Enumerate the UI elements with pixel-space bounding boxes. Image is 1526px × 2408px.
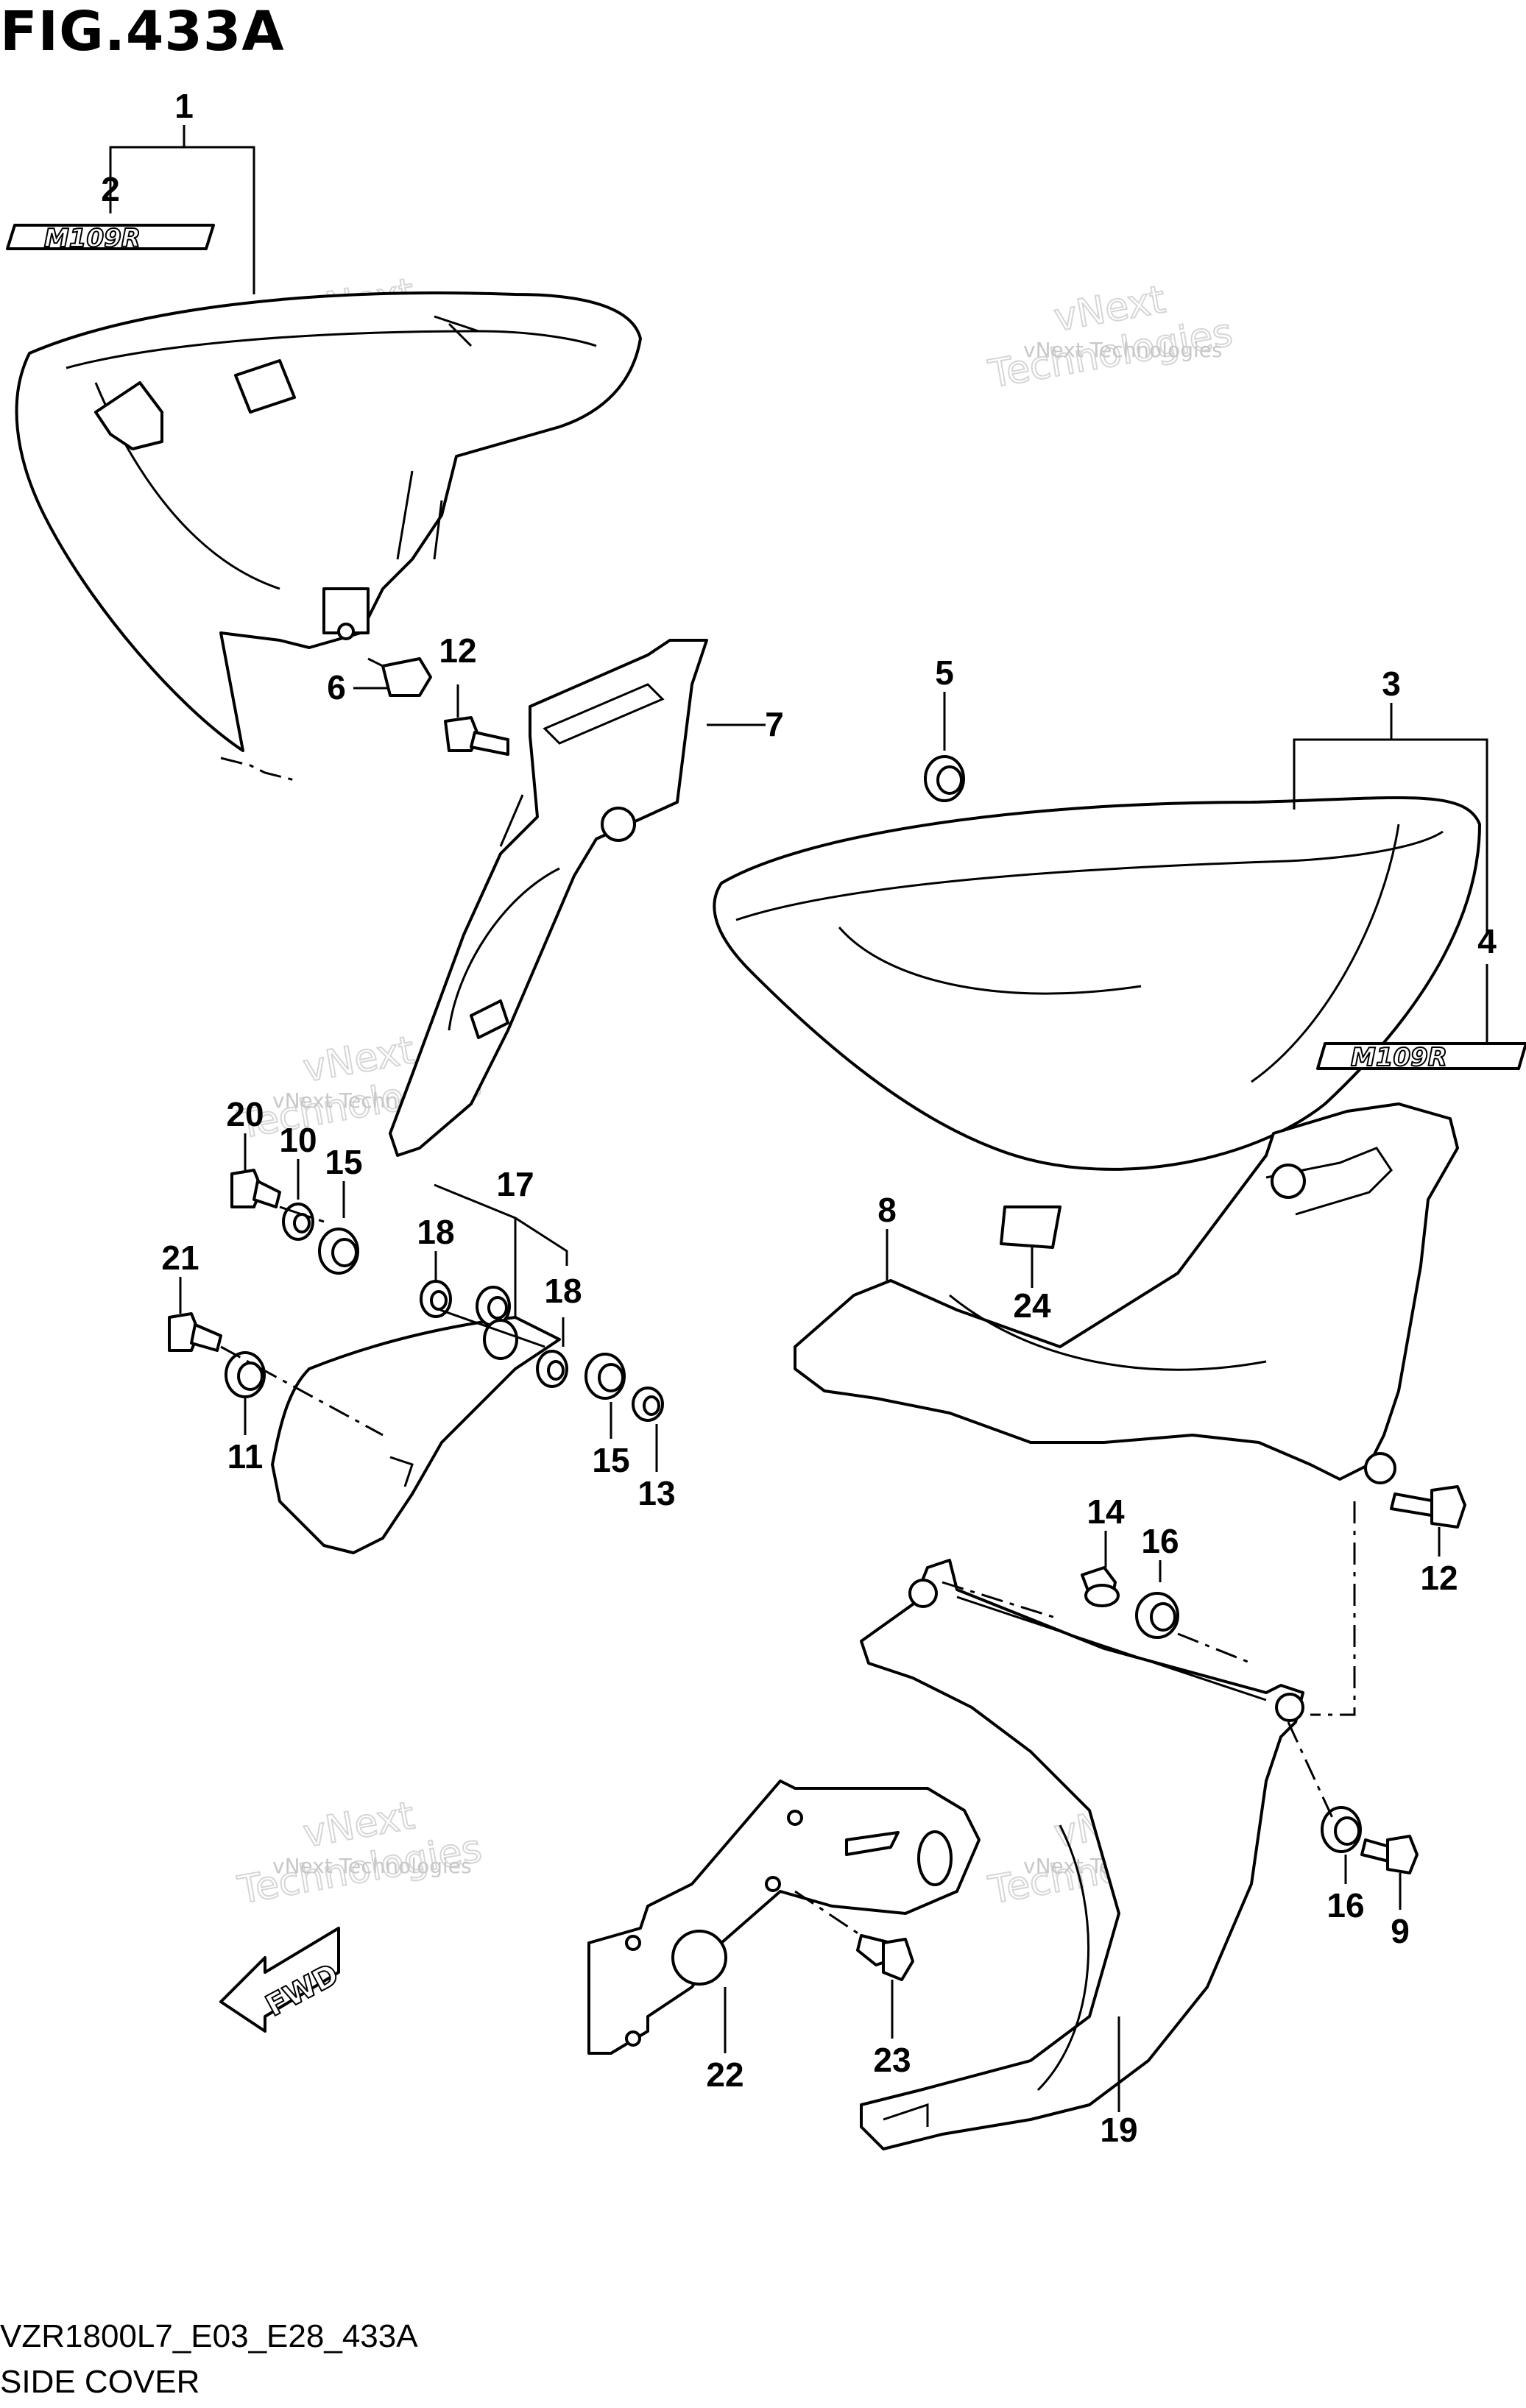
assembly-guide-lines [220, 757, 1356, 1937]
callout-19: 19 [1100, 2111, 1137, 2149]
part-17-fender-bracket [271, 1183, 568, 1554]
callout-9: 9 [1391, 1912, 1410, 1950]
callout-21: 21 [161, 1239, 199, 1277]
part-2-emblem-badge: M109R [6, 223, 215, 254]
part-22-mounting-plate [587, 1780, 981, 2055]
part-18-spacer-upper [420, 1251, 452, 1318]
part-4-emblem-badge: M109R [1316, 1042, 1526, 1073]
part-16-grommet-upper [1135, 1560, 1179, 1639]
part-16-grommet-lower [1321, 1806, 1362, 1884]
part-15-grommet-lower [584, 1353, 626, 1439]
part-7-bracket [389, 639, 766, 1157]
badge-text: M109R [44, 224, 141, 253]
callout-1: 1 [174, 87, 194, 125]
callout-14: 14 [1087, 1492, 1125, 1531]
callout-16-lower: 16 [1327, 1886, 1364, 1924]
watermark-bottom-left: vNext Technologies [233, 1793, 485, 1913]
part-18-spacer-lower [536, 1317, 568, 1388]
fwd-arrow: FWD [219, 1927, 345, 2033]
callout-18-upper: 18 [417, 1213, 454, 1251]
callout-22: 22 [706, 2055, 743, 2094]
callout-12-lower: 12 [1420, 1559, 1458, 1597]
callout-7: 7 [765, 705, 784, 743]
part-24-cushion [1000, 1205, 1062, 1288]
model-code: VZR1800L7_E03_E28_433A [0, 2318, 418, 2354]
callout-11: 11 [227, 1437, 264, 1476]
watermark-text: vNext Technologies [272, 1854, 472, 1878]
watermark-text: vNext Technologies [1023, 338, 1223, 362]
callout-numbers: 1 2 3 4 5 6 7 8 9 10 11 12 12 13 14 15 1… [101, 87, 1497, 2149]
part-20-bolt [230, 1133, 281, 1208]
part-21-bolt [168, 1277, 222, 1352]
part-9-bolt [1360, 1835, 1419, 1910]
callout-2: 2 [101, 170, 120, 208]
watermark-top-right: vNext Technologies [984, 277, 1236, 397]
callout-6: 6 [327, 668, 346, 707]
callout-leaders-3-4 [1293, 703, 1488, 1045]
callout-16-upper: 16 [1141, 1522, 1179, 1560]
badge-text: M109R [1351, 1043, 1447, 1072]
part-8-frame-cover [794, 1102, 1459, 1484]
callout-18-lower: 18 [544, 1272, 582, 1310]
part-15-grommet-upper [318, 1181, 359, 1275]
part-3-right-side-cover [713, 796, 1481, 1171]
callout-3: 3 [1382, 665, 1401, 703]
part-12-bolt-right [1390, 1485, 1466, 1557]
part-19-side-frame [860, 1559, 1304, 2150]
callout-13: 13 [637, 1474, 675, 1512]
callout-15-upper: 15 [325, 1143, 362, 1181]
callout-5: 5 [935, 654, 954, 692]
part-13-collar [632, 1387, 664, 1472]
callout-17: 17 [496, 1165, 534, 1203]
part-23-bolt [856, 1934, 914, 2039]
callout-leaders-1-2 [109, 125, 255, 294]
part-6-screw [353, 657, 432, 697]
part-11-grommet [225, 1351, 266, 1435]
callout-12-upper: 12 [439, 631, 476, 670]
part-1-left-side-cover [15, 291, 642, 752]
part-12-bolt-upper [444, 684, 509, 756]
part-10-washer [282, 1159, 314, 1241]
callout-10: 10 [279, 1121, 317, 1159]
callout-4: 4 [1477, 922, 1497, 960]
part-14-collar [1081, 1531, 1120, 1607]
callout-24: 24 [1013, 1286, 1051, 1325]
part-5-grommet [924, 692, 965, 802]
figure-title: FIG.433A [0, 0, 285, 63]
callout-23: 23 [873, 2041, 911, 2079]
callout-15-lower: 15 [592, 1441, 629, 1479]
callout-8: 8 [877, 1191, 897, 1229]
diagram-caption: SIDE COVER [0, 2364, 200, 2400]
callout-20: 20 [226, 1095, 264, 1133]
